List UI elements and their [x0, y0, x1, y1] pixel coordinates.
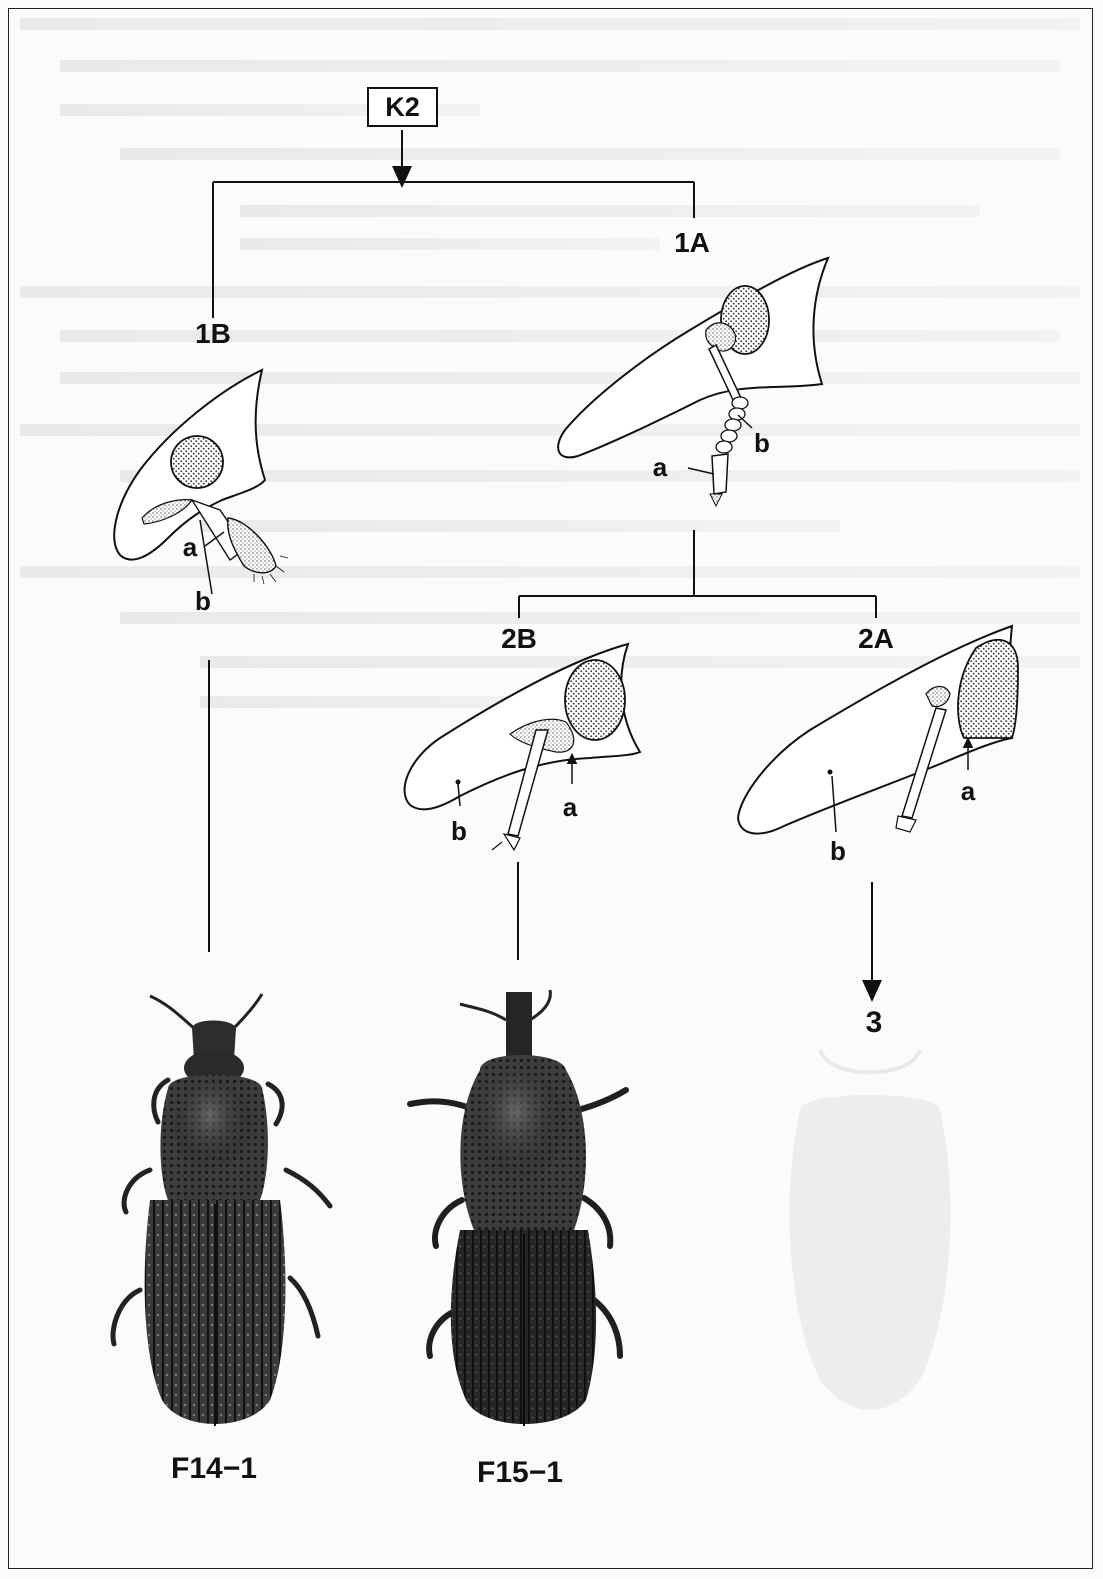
head-2b-label-b: b [451, 816, 467, 846]
branch-lines-2 [519, 530, 876, 618]
caption-f15-1: F15−1 [477, 1456, 563, 1489]
beetle-photo-f15-1 [410, 990, 626, 1426]
head-1a-label-a: a [653, 452, 668, 482]
head-1a-label-b: b [754, 428, 770, 458]
couplet-1a-label: 1A [674, 227, 710, 258]
couplet-2a-label: 2A [858, 623, 894, 654]
next-couplet-label: 3 [866, 1006, 883, 1039]
head-1b-label-b: b [195, 586, 211, 616]
head-2a-label-a: a [961, 776, 976, 806]
head-1a-drawing [558, 258, 828, 506]
couplet-1b-label: 1B [195, 318, 231, 349]
caption-f14-1: F14−1 [171, 1452, 257, 1485]
head-2a-label-b: b [830, 836, 846, 866]
head-2b-drawing [405, 644, 640, 850]
head-2a-drawing [738, 626, 1018, 834]
head-1b-drawing [114, 370, 288, 594]
couplet-2b-label: 2B [501, 623, 537, 654]
head-1b-label-a: a [183, 532, 198, 562]
beetle-photo-f14-1 [113, 994, 330, 1426]
branch-lines-1 [213, 182, 694, 318]
key-k2-label: K2 [385, 92, 420, 122]
key-k2-box: K2 [368, 88, 437, 126]
head-2b-label-a: a [563, 792, 578, 822]
bleed-through-beetle [790, 1050, 951, 1410]
